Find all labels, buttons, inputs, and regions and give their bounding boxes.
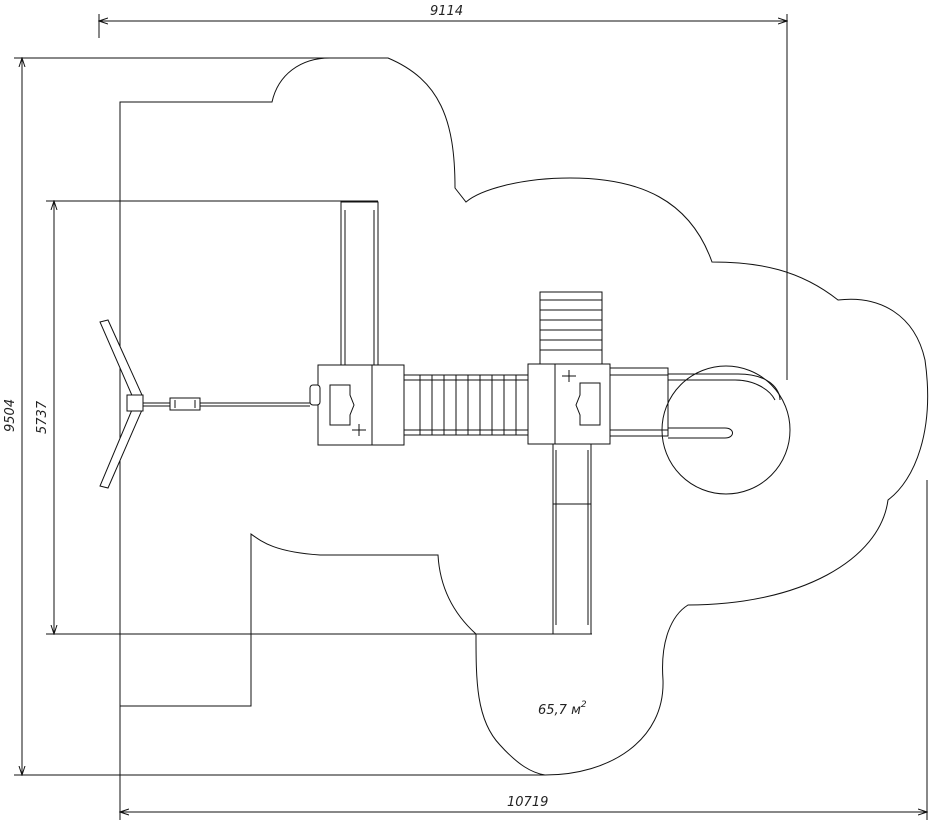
safety-zone-notch [120,533,477,707]
slide-right [609,365,791,495]
area-value: 65,7 м [538,703,581,718]
slide-lower [552,443,592,635]
dimension-left-outer-label: 9504 [3,399,18,432]
tower-left [309,364,405,446]
dimension-top-label: 9114 [430,4,463,19]
dimension-bottom-label: 10719 [507,795,548,810]
area-label: 65,7 м2 [538,700,587,718]
bridge [403,374,529,436]
dimension-left-inner-label: 5737 [35,400,50,434]
area-exponent: 2 [581,700,587,710]
safety-zone-lower-lobe [475,633,546,776]
dimension-bottom: 10719 [120,480,927,820]
dimension-left-inner: 5737 [35,201,592,634]
tower-right [527,363,611,445]
ladder [539,291,603,365]
slide-upper [340,201,379,367]
dimension-top: 9114 [99,4,787,380]
svg-text:65,7 м2: 65,7 м2 [538,700,587,718]
swing-frame [99,319,310,489]
safety-zone-outline [119,57,929,776]
